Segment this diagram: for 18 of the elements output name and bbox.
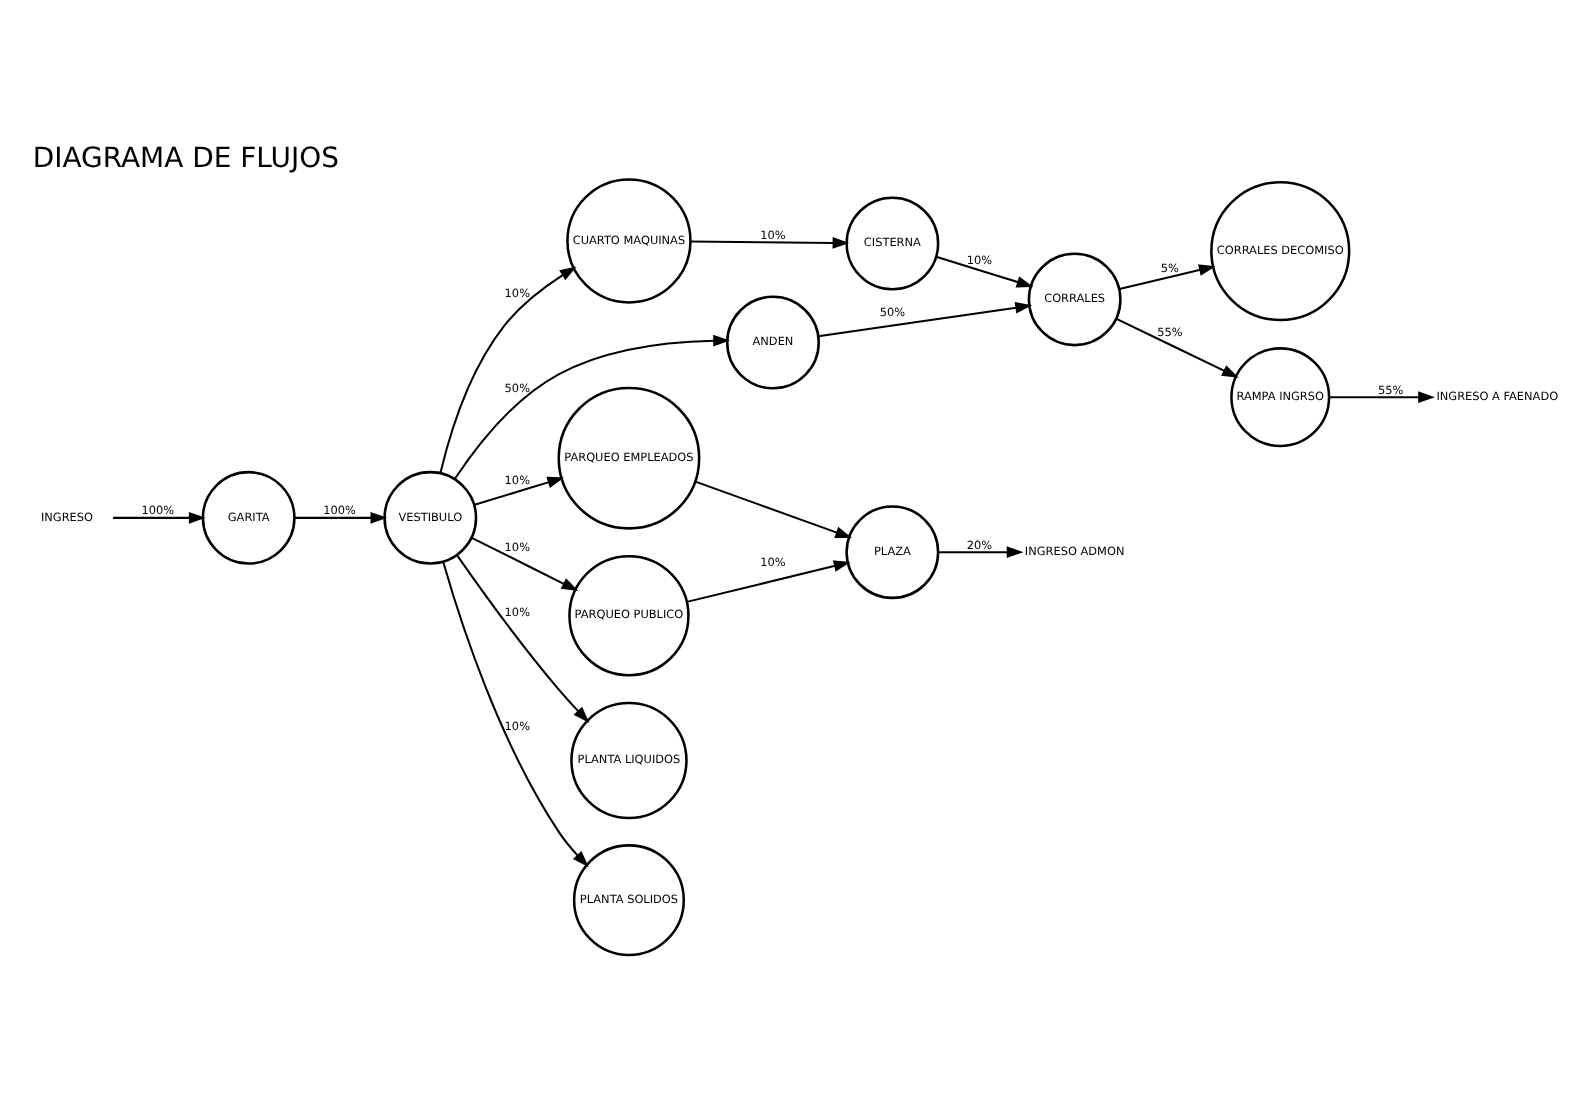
arrow <box>474 476 565 506</box>
arrow <box>113 512 206 524</box>
arrow <box>1329 391 1435 404</box>
arrow <box>938 546 1024 559</box>
arrow <box>818 301 1033 338</box>
arrow <box>439 266 577 474</box>
arrow <box>1119 264 1216 290</box>
arrow <box>686 560 851 603</box>
arrow <box>453 334 730 480</box>
arrow <box>456 554 590 723</box>
arrow <box>690 237 850 249</box>
diagram-title: DIAGRAMA DE FLUJOS <box>32 142 339 175</box>
arrow <box>935 255 1034 288</box>
arrow <box>442 561 589 868</box>
arrow <box>294 512 388 524</box>
arrow <box>695 480 853 539</box>
arrow <box>1116 318 1239 378</box>
arrow <box>471 537 579 592</box>
